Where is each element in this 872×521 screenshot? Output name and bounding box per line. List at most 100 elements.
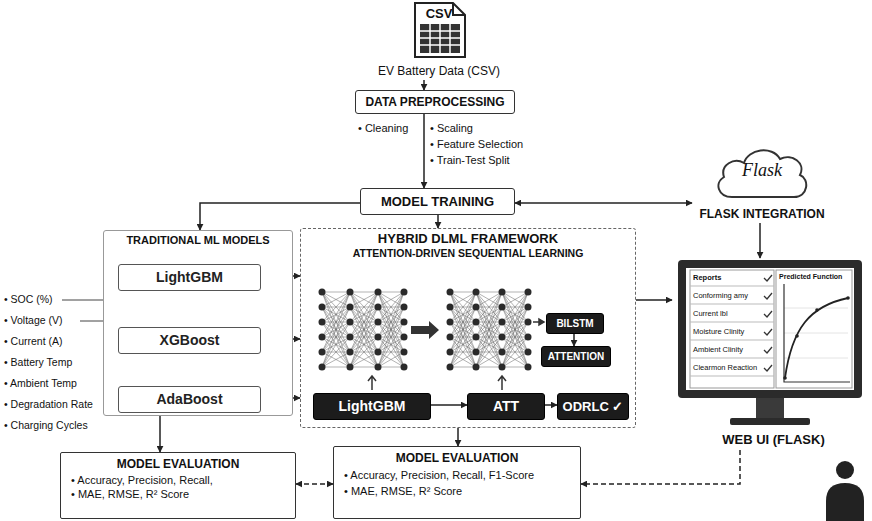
network-link: [476, 292, 502, 322]
node-text: • Accuracy, Precision, Recall, F1-Score: [344, 469, 534, 482]
network-link: [476, 292, 502, 322]
network-link: [350, 292, 378, 322]
monitor-screen: WEB UI (FLASK): [672, 258, 872, 450]
screen-text: Ambient Clinity: [693, 345, 743, 354]
leader-line: [62, 300, 103, 301]
screen-text: Reports: [693, 273, 721, 282]
network-link: [322, 352, 350, 367]
stage-box: ATT: [467, 393, 545, 420]
network-link: [350, 337, 378, 367]
network-neuron: [319, 334, 326, 341]
network-neuron: [375, 364, 382, 371]
network-link: [350, 292, 378, 367]
network-link: [450, 337, 476, 367]
network-link: [378, 367, 404, 368]
network-link: [350, 322, 378, 367]
network-link: [476, 292, 502, 293]
network-neuron: [473, 364, 480, 371]
network-link: [322, 292, 350, 352]
node-text: • Accuracy, Precision, Recall,: [71, 474, 213, 487]
network-neuron: [401, 289, 408, 296]
network-link: [378, 337, 404, 367]
network-neuron: [447, 304, 454, 311]
network-neuron: [319, 319, 326, 326]
model-box: AdaBoost: [118, 386, 261, 413]
evaluation-box: MODEL EVALUATION • Accuracy, Precision, R…: [333, 446, 581, 519]
network-link: [322, 292, 350, 307]
network-link: [476, 292, 502, 307]
network-link: [322, 292, 350, 337]
network-link: [502, 352, 528, 367]
network-link: [378, 292, 404, 322]
network-link: [502, 292, 528, 352]
network-link: [450, 322, 476, 367]
network-link: [350, 292, 378, 293]
network-link: [322, 292, 350, 337]
leader-line: [80, 321, 103, 322]
network-link: [450, 292, 476, 352]
connector-arrow: [437, 215, 439, 228]
node-title: MODEL EVALUATION: [117, 457, 240, 471]
network-neuron: [473, 289, 480, 296]
network-link: [322, 292, 350, 367]
feature-label: • Voltage (V): [4, 314, 63, 327]
network-neuron: [347, 364, 354, 371]
network-link: [502, 322, 528, 367]
network-neuron: [447, 364, 454, 371]
network-neuron: [525, 334, 532, 341]
network-neuron: [447, 319, 454, 326]
network-link: [350, 292, 378, 337]
network-neuron: [525, 289, 532, 296]
network-link: [502, 292, 528, 293]
network-link: [502, 292, 528, 322]
network-neuron: [525, 364, 532, 371]
connector-arrow: [457, 428, 459, 446]
network-link: [476, 292, 502, 352]
step-bullet: • Cleaning: [358, 122, 408, 135]
screen-text: Current lbl: [693, 309, 728, 318]
network-link: [450, 292, 476, 367]
step-bullet: • Scaling: [430, 122, 473, 135]
network-link: [378, 307, 404, 367]
network-neuron: [375, 319, 382, 326]
network-link: [350, 292, 378, 352]
model-box: XGBoost: [118, 327, 261, 354]
node-title: CSV: [345, 6, 533, 22]
network-neuron: [525, 304, 532, 311]
network-link: [378, 352, 404, 367]
data-file-icon: CSV EV Battery Data (CSV): [345, 2, 533, 80]
network-neuron: [375, 334, 382, 341]
node-text: EV Battery Data (CSV): [345, 64, 533, 78]
node-title: WEB UI (FLASK): [672, 432, 872, 448]
network-link: [502, 292, 528, 322]
node-title: MODEL TRAINING: [381, 194, 494, 210]
feature-label: • Battery Temp: [4, 356, 72, 369]
node-title: XGBoost: [160, 332, 220, 349]
network-link: [322, 352, 350, 367]
network-link: [450, 292, 476, 307]
connector-arrow: [159, 416, 161, 452]
network-link: [378, 292, 404, 307]
network-link: [350, 292, 378, 352]
flask-cloud: FlaskFLASK INTEGRATION: [692, 143, 832, 223]
feature-label: • Ambient Temp: [4, 377, 77, 390]
flow-arrow: [368, 376, 376, 390]
network-neuron: [447, 289, 454, 296]
network-link: [450, 352, 476, 367]
node-title: MODEL EVALUATION: [396, 451, 519, 465]
network-link: [450, 292, 476, 367]
network-link: [502, 292, 528, 367]
network-link: [476, 322, 502, 367]
network-link: [450, 307, 476, 367]
network-link: [322, 337, 350, 367]
network-neuron: [499, 334, 506, 341]
screen-text: Moisture Clinity: [693, 327, 744, 336]
network-link: [378, 292, 404, 322]
connector-arrow: [636, 299, 672, 301]
network-link: [322, 292, 350, 322]
step-bullet: • Feature Selection: [430, 138, 523, 151]
network-link: [322, 337, 350, 367]
person-icon: [826, 461, 864, 521]
network-neuron: [347, 289, 354, 296]
network-link: [502, 292, 528, 367]
